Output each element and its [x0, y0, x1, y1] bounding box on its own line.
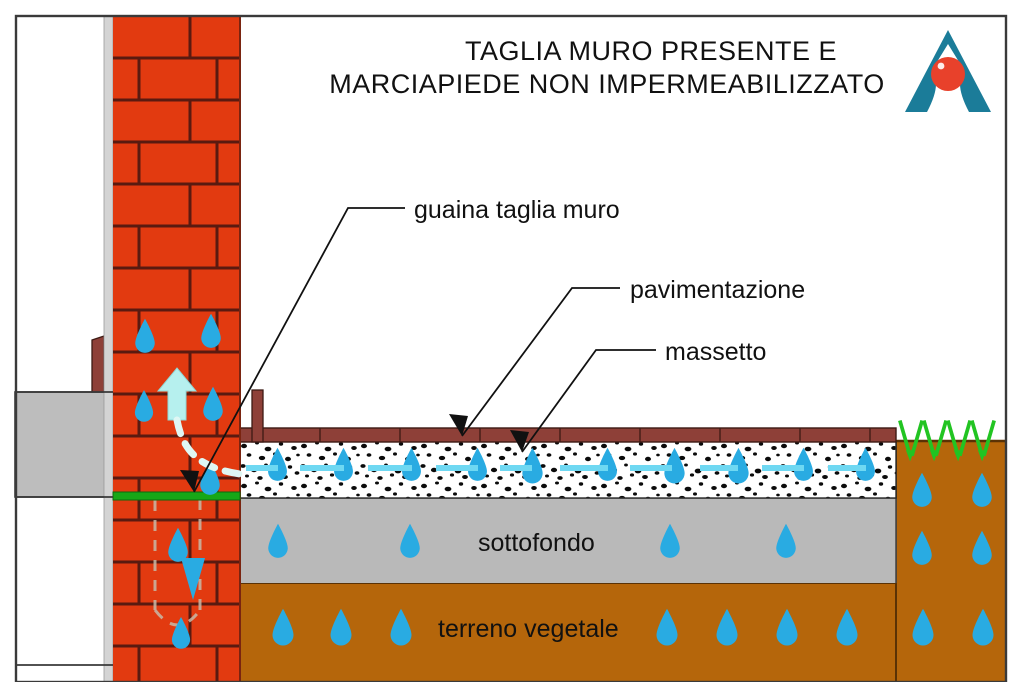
masonry-brick-wall: [113, 16, 241, 682]
callout-label-pavimentazione: pavimentazione: [630, 276, 805, 304]
diagram-frame: [14, 14, 1008, 682]
callout-leaders: [193, 207, 656, 493]
callout-label-guaina: guaina taglia muro: [414, 196, 620, 224]
damp-proof-course-green-line: [112, 491, 241, 501]
title-line-1: TAGLIA MURO PRESENTE E: [465, 36, 837, 66]
layer-label-sottofondo: sottofondo: [478, 529, 595, 557]
layer-label-terreno-vegetale: terreno vegetale: [438, 615, 619, 643]
title-line-2: MARCIAPIEDE NON IMPERMEABILIZZATO: [329, 69, 885, 99]
descending-water-down-arrow: [181, 558, 205, 600]
company-logo-a-mark: [905, 30, 991, 112]
callout-arrowheads: [180, 414, 529, 492]
rising-damp-up-arrow: [156, 367, 244, 478]
callout-label-massetto: massetto: [665, 338, 766, 366]
